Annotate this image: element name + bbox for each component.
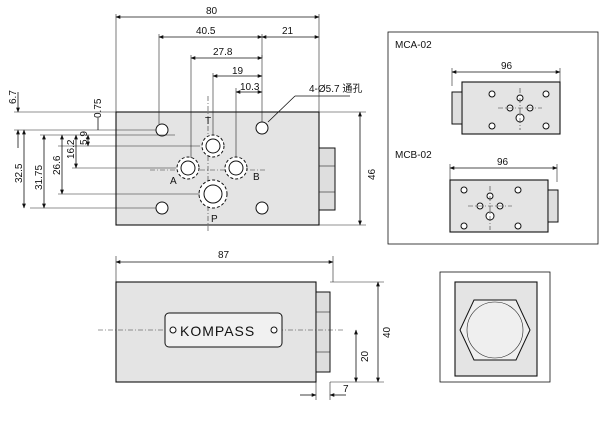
mounting-hole-bl xyxy=(155,201,169,215)
mounting-hole-tl xyxy=(155,123,169,137)
side-view: 87 KOMPASS 40 20 7 xyxy=(98,250,393,400)
dim-16-2: 16.2 xyxy=(66,139,77,159)
nameplate-screw-right-icon xyxy=(270,326,278,334)
dim-32-5: 32.5 xyxy=(14,163,25,183)
dim-6-7: 6.7 xyxy=(8,90,19,104)
dim-0-75: 0.75 xyxy=(93,98,104,118)
port-b-label: B xyxy=(253,172,260,183)
variants-panel: MCA-02 96 MCB-02 96 xyxy=(387,31,599,245)
dim-40-5: 40.5 xyxy=(196,26,216,37)
dim-26-6: 26.6 xyxy=(52,155,63,175)
dim-31-75: 31.75 xyxy=(34,165,45,190)
dim-87: 87 xyxy=(218,250,230,261)
dim-19: 19 xyxy=(232,66,244,77)
mca-title: MCA-02 xyxy=(395,40,432,51)
mcb-width: 96 xyxy=(497,157,509,168)
mounting-hole-br xyxy=(255,201,269,215)
hole-note: 4-Ø5.7 通孔 xyxy=(309,83,362,95)
dim-7: 7 xyxy=(343,384,349,395)
mcb-title: MCB-02 xyxy=(395,150,432,161)
dim-20: 20 xyxy=(360,350,371,362)
dim-5-9: 5.9 xyxy=(79,131,90,145)
brand-name: KOMPASS xyxy=(180,323,255,339)
dim-46: 46 xyxy=(367,168,378,180)
mca-width: 96 xyxy=(501,61,513,72)
dim-27-8: 27.8 xyxy=(213,47,233,58)
port-a-label: A xyxy=(170,176,177,187)
top-view: T A B P 80 40.5 21 27.8 19 10.3 4-Ø5.7 通… xyxy=(8,6,378,232)
nameplate xyxy=(164,312,283,348)
hex-plug-icon xyxy=(459,299,531,361)
dim-21: 21 xyxy=(282,26,294,37)
dim-40: 40 xyxy=(382,326,393,338)
port-p-label: P xyxy=(211,214,218,225)
end-view xyxy=(439,271,551,383)
mounting-hole-tr xyxy=(255,121,269,135)
dim-80: 80 xyxy=(206,6,218,17)
valve-side-plug xyxy=(318,147,336,211)
port-t-label: T xyxy=(205,116,211,127)
nameplate-screw-left-icon xyxy=(169,326,177,334)
dim-10-3: 10.3 xyxy=(240,82,260,93)
